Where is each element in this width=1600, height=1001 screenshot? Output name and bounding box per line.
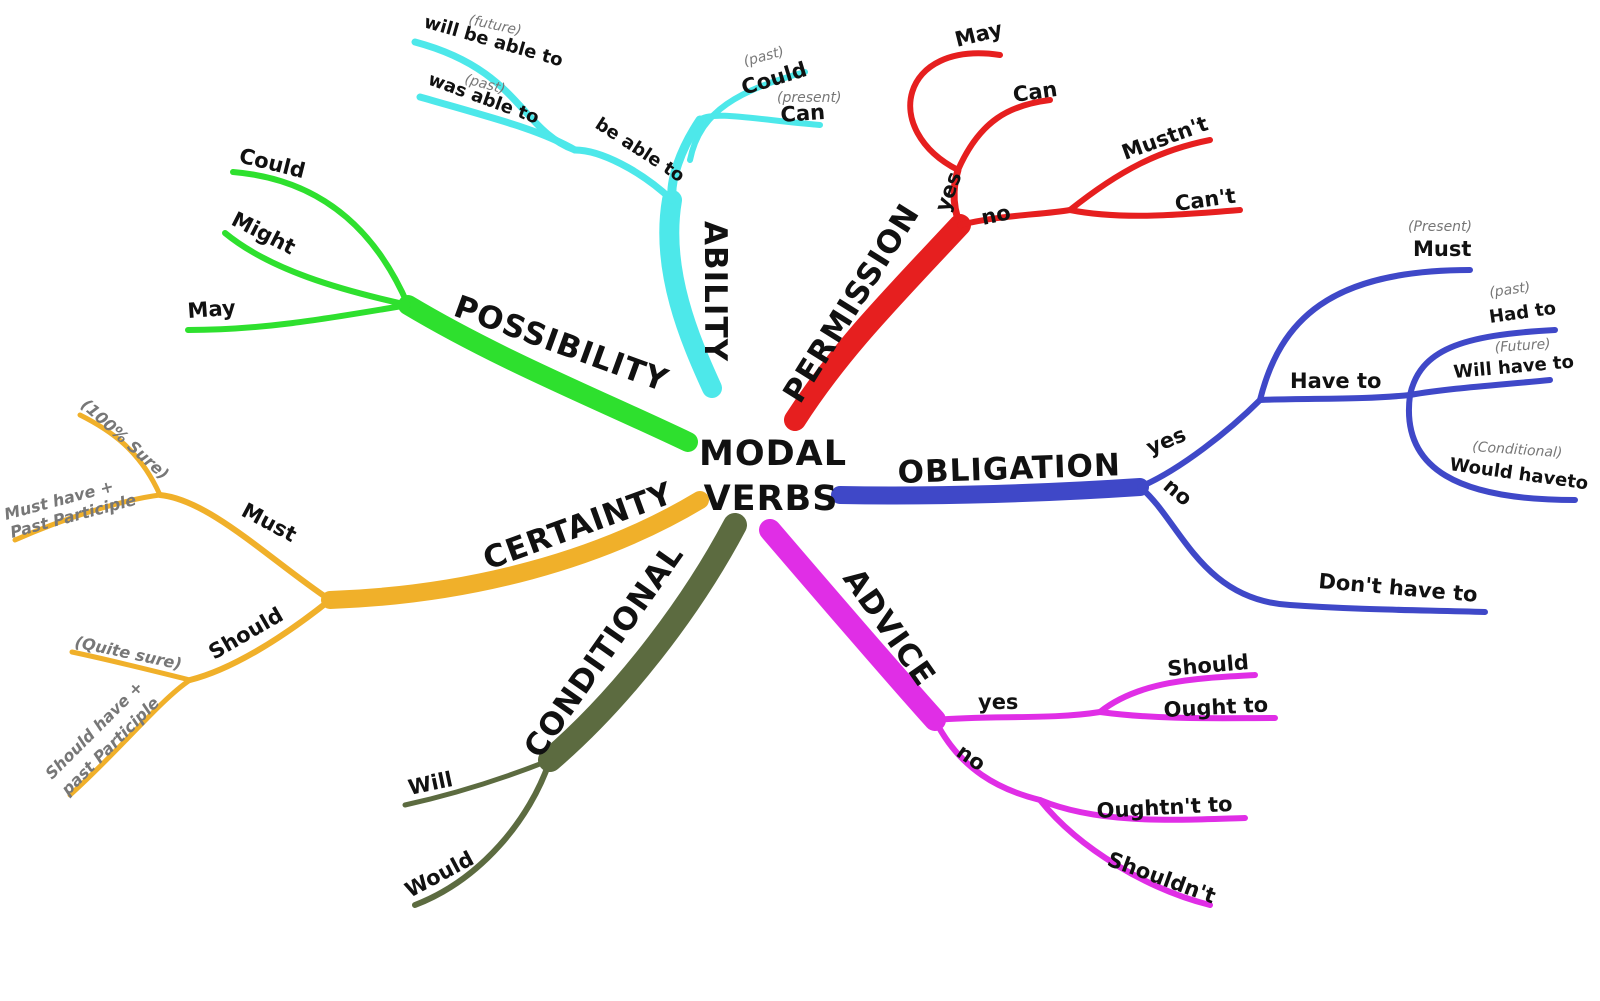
obligation-had-to: Had to — [1488, 298, 1558, 328]
possibility-may: May — [187, 296, 237, 323]
center-title-line2: VERBS — [704, 479, 839, 519]
certainty-should-line — [187, 597, 333, 683]
conditional-will-line — [402, 757, 553, 808]
advice-ought-to: Ought to — [1163, 693, 1269, 722]
advice-no-line — [932, 717, 1043, 803]
obligation-no-line — [1137, 484, 1488, 615]
obligation-would-note: (Conditional) — [1472, 439, 1563, 461]
conditional-trunk — [538, 513, 747, 772]
permission-yes: yes — [930, 169, 966, 215]
permission-may: May — [952, 17, 1005, 52]
permission-trunk — [784, 214, 971, 431]
obligation-will-note: (Future) — [1494, 336, 1551, 356]
permission-no-line — [957, 207, 1073, 228]
obligation-dont-have-to: Don't have to — [1318, 569, 1479, 607]
advice-oughtnt-to-line — [1037, 797, 1248, 823]
obligation-had-to-line — [1407, 327, 1558, 398]
ability-be-able-to-line — [571, 146, 676, 204]
obligation-branch — [831, 267, 1578, 615]
advice-shouldnt: Shouldn't — [1104, 847, 1218, 908]
advice-yes-line — [932, 709, 1103, 723]
obligation-must-note: (Present) — [1408, 219, 1472, 235]
certainty-must-note: (100% Sure) — [77, 395, 172, 484]
ability-trunk-taper — [667, 115, 705, 205]
ability-was-able-to-line — [416, 93, 579, 154]
obligation-must-line — [1257, 267, 1473, 403]
ability-trunk — [659, 190, 722, 398]
obligation-yes-line — [1137, 397, 1263, 490]
advice-trunk — [759, 519, 946, 731]
certainty-trunk — [321, 491, 709, 609]
obligation-trunk — [831, 478, 1149, 505]
possibility-might-line — [222, 230, 411, 308]
advice-should-line — [1097, 672, 1258, 715]
possibility-could-line — [230, 169, 411, 308]
permission-mustnt: Mustn't — [1119, 111, 1212, 164]
obligation-must: Must — [1413, 237, 1471, 261]
obligation-will-have-to: Will have to — [1453, 352, 1575, 383]
obligation-have-to: Have to — [1290, 369, 1381, 393]
advice-branch — [759, 519, 1278, 908]
certainty-must-have-line — [12, 492, 163, 543]
ability-can-note: (present) — [777, 90, 841, 106]
center-title-line1: MODAL — [699, 434, 847, 474]
advice-yes: yes — [978, 690, 1018, 714]
certainty-branch — [12, 412, 709, 798]
obligation-yes: yes — [1143, 422, 1189, 459]
obligation-have-to-line — [1257, 392, 1413, 403]
permission-mustnt-line — [1067, 137, 1213, 213]
conditional-branch — [402, 513, 747, 908]
ability-branch — [411, 38, 823, 398]
obligation-will-have-to-line — [1407, 377, 1553, 398]
permission-cant-line — [1067, 207, 1243, 219]
permission-title: PERMISSION — [776, 197, 927, 409]
advice-ought-to-line — [1097, 709, 1278, 722]
obligation-had-note: (past) — [1488, 279, 1531, 301]
advice-shouldnt-line — [1037, 797, 1213, 908]
permission-no: no — [979, 200, 1013, 230]
certainty-should-note-line — [69, 649, 193, 683]
obligation-no: no — [1159, 473, 1197, 510]
ability-could-line — [687, 69, 808, 163]
possibility-may-line — [185, 302, 411, 333]
possibility-trunk — [398, 295, 698, 452]
ability-title: ABILITY — [697, 221, 733, 362]
obligation-would-have-to-line — [1405, 392, 1578, 503]
ability-can: Can — [780, 100, 826, 127]
permission-can-line — [955, 97, 1053, 173]
advice-no: no — [952, 739, 990, 776]
certainty-must-note-line — [77, 412, 163, 498]
obligation-title: OBLIGATION — [897, 447, 1121, 491]
possibility-might: Might — [228, 207, 300, 259]
certainty-must-line — [157, 492, 333, 603]
permission-branch — [784, 50, 1243, 431]
possibility-branch — [185, 169, 698, 452]
certainty-should-have-line — [67, 677, 193, 798]
conditional-would-line — [412, 757, 553, 908]
permission-may-line — [907, 50, 1003, 173]
ability-can-line — [697, 112, 823, 128]
